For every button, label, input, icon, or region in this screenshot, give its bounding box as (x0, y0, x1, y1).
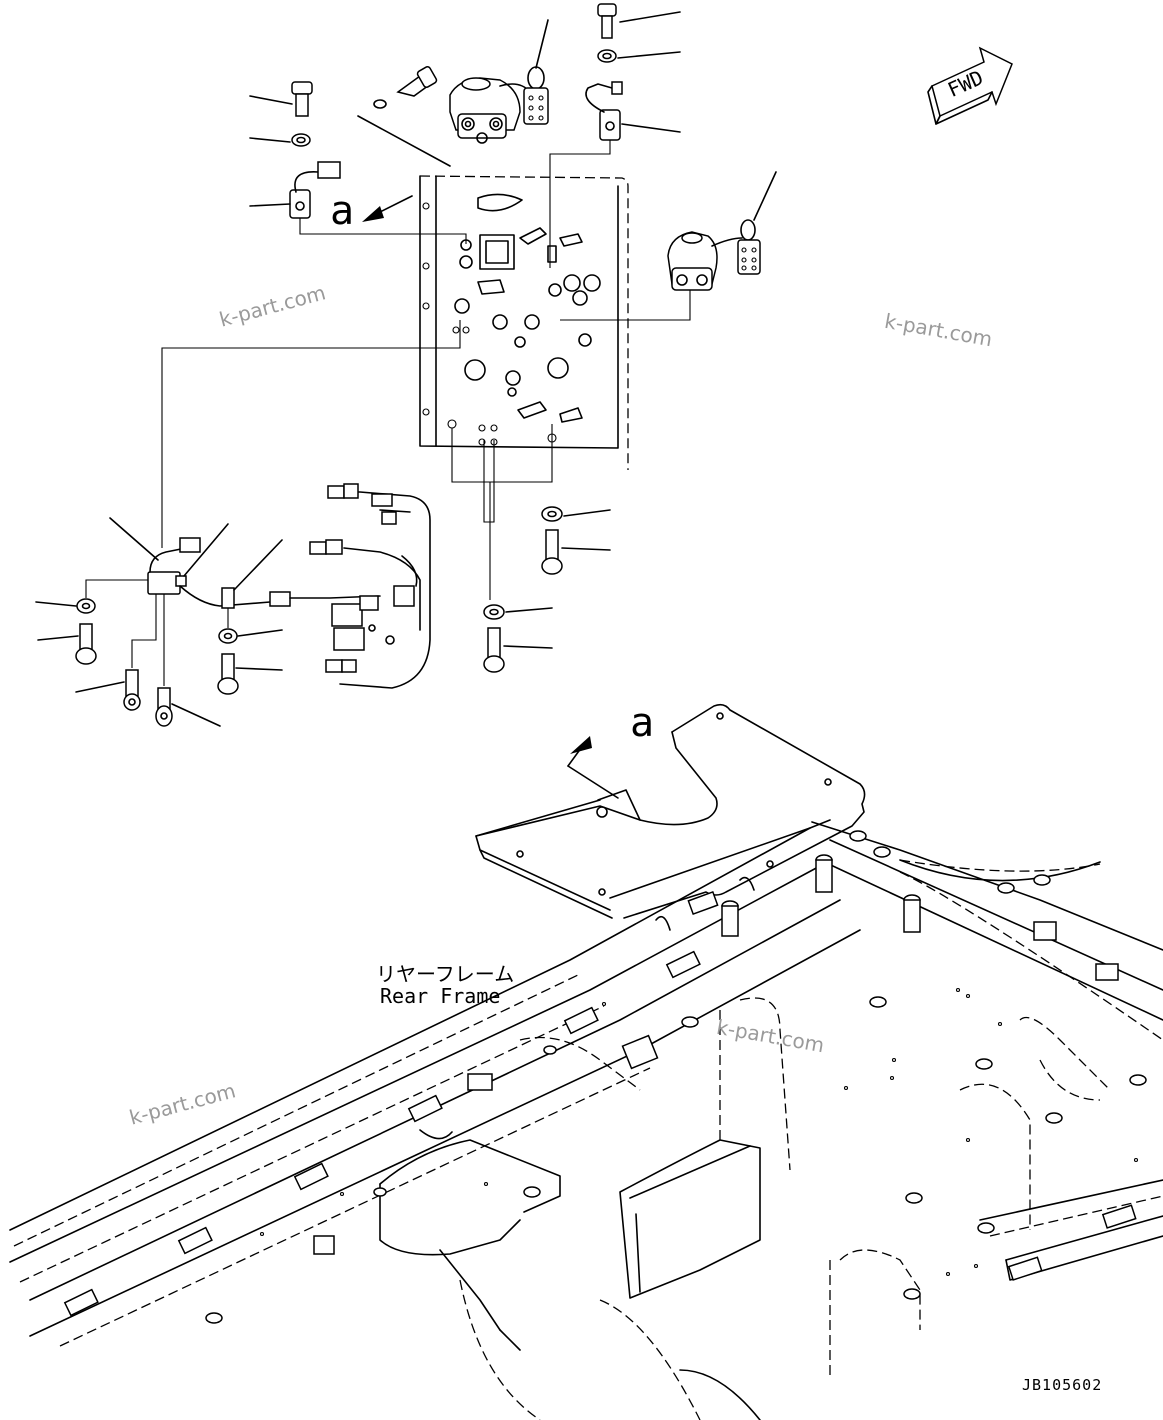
frame-label-english: Rear Frame (380, 984, 501, 1008)
rear-frame (9, 819, 1163, 1420)
top-right-hardware (549, 3, 681, 268)
battery-relay-right (560, 171, 777, 321)
view-mark-a-top: a (330, 188, 355, 234)
frame-label-japanese: リヤーフレーム (376, 962, 515, 986)
mounting-plate (419, 175, 629, 470)
plate-lower-hardware (451, 424, 611, 673)
loose-bolt-top (357, 66, 451, 167)
fwd-arrow-icon (927, 46, 1013, 125)
view-mark-a-bottom: a (630, 700, 655, 746)
left-sensor-stack (249, 81, 467, 244)
mounting-bracket (475, 703, 866, 919)
wire-harness (85, 483, 431, 689)
view-arrow-top (362, 195, 413, 222)
battery-relay-top (449, 19, 549, 144)
harness-hardware (35, 598, 283, 727)
drawing-id: JB105602 (1022, 1376, 1103, 1394)
